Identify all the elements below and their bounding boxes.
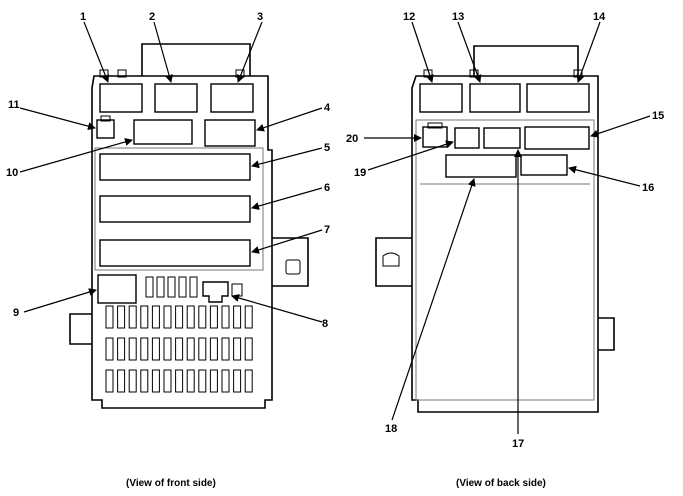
callout-4: 4	[324, 102, 331, 114]
fuse-slot	[105, 305, 114, 329]
front-view-caption: (View of front side)	[126, 478, 216, 489]
fuse-slot	[209, 369, 218, 393]
fuse-slot	[198, 337, 207, 361]
relay-19	[454, 127, 480, 149]
relay-2	[154, 83, 198, 113]
fuse-slot	[151, 369, 160, 393]
relay-5	[99, 153, 251, 181]
relay-18	[445, 154, 517, 178]
front-fuse-grid	[105, 276, 253, 393]
callout-14: 14	[593, 11, 606, 23]
callout-18: 18	[385, 423, 397, 435]
callout-1: 1	[80, 11, 86, 23]
fuse-slot	[163, 305, 172, 329]
fuse-slot	[233, 305, 242, 329]
relay-12	[419, 83, 463, 113]
fuse-slot	[151, 305, 160, 329]
fuse-slot	[186, 369, 195, 393]
callout-20: 20	[346, 133, 358, 145]
fuse-slot	[105, 337, 114, 361]
fuse-slot	[186, 337, 195, 361]
back-view	[375, 45, 615, 413]
fuse-slot	[140, 369, 149, 393]
fuse-slot	[221, 369, 230, 393]
relay-7	[99, 239, 251, 267]
callout-16: 16	[642, 182, 654, 194]
back-view-caption: (View of back side)	[456, 478, 546, 489]
fuse-slot	[128, 337, 137, 361]
callout-3: 3	[257, 11, 263, 23]
callout-15: 15	[652, 110, 664, 122]
callout-8: 8	[322, 318, 328, 330]
callout-6: 6	[324, 182, 330, 194]
fuse-slot	[167, 276, 176, 298]
fuse-slot	[128, 305, 137, 329]
relay-16	[520, 154, 568, 176]
callout-17: 17	[512, 438, 524, 450]
fuse-slot	[198, 305, 207, 329]
fuse-slot	[221, 337, 230, 361]
relay-6	[99, 195, 251, 223]
relay-13	[469, 83, 521, 113]
relay-3	[210, 83, 254, 113]
fuse-slot	[233, 369, 242, 393]
callout-12: 12	[403, 11, 415, 23]
relay-10	[133, 119, 193, 145]
callout-2: 2	[149, 11, 155, 23]
fuse-slot	[175, 369, 184, 393]
relay-9	[97, 274, 137, 304]
connector-8	[202, 281, 229, 303]
fuse-slot	[145, 276, 154, 298]
callout-9: 9	[13, 307, 19, 319]
fuse-slot	[128, 369, 137, 393]
fuse-slot	[209, 337, 218, 361]
callout-labels: 1 2 3 4 5 6 7 8 9 10 11 12 13 14 15 16 1…	[6, 11, 664, 450]
callout-13: 13	[452, 11, 464, 23]
fuse-slot	[117, 337, 126, 361]
connector-11	[96, 119, 115, 139]
front-view	[69, 43, 309, 409]
fuse-slot	[186, 305, 195, 329]
fuse-slot	[189, 276, 198, 298]
fuse-slot	[244, 305, 253, 329]
relay-14	[526, 83, 590, 113]
relay-17	[483, 127, 521, 149]
fuse-slot	[105, 369, 114, 393]
callout-11: 11	[8, 99, 20, 111]
callout-5: 5	[324, 142, 330, 154]
fuse-slot	[198, 369, 207, 393]
fuse-slot	[178, 276, 187, 298]
callout-10: 10	[6, 167, 18, 179]
relay-15	[524, 126, 590, 150]
callout-7: 7	[324, 224, 330, 236]
fuse-slot	[140, 337, 149, 361]
relay-4	[204, 119, 256, 147]
fuse-slot	[117, 305, 126, 329]
fuse-slot	[233, 337, 242, 361]
connector-20	[422, 126, 448, 148]
fuse-slot	[140, 305, 149, 329]
relay-1	[99, 83, 143, 113]
fuse-slot	[151, 337, 160, 361]
front-housing	[91, 75, 273, 409]
callout-19: 19	[354, 167, 366, 179]
fuse-slot	[221, 305, 230, 329]
fuse-slot	[163, 369, 172, 393]
fuse-slot	[156, 276, 165, 298]
leader-lines	[19, 21, 651, 434]
fuse-slot	[175, 305, 184, 329]
fuse-slot	[244, 369, 253, 393]
fuse-slot	[175, 337, 184, 361]
fuse-slot	[163, 337, 172, 361]
fuse-slot	[117, 369, 126, 393]
fuse-slot	[209, 305, 218, 329]
fuse-slot	[244, 337, 253, 361]
